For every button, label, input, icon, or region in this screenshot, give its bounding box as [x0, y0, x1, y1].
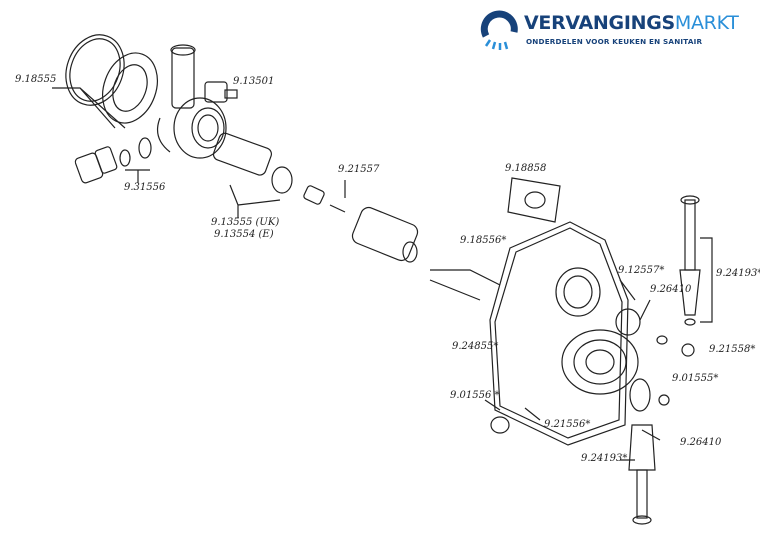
vervangingsmarkt-logo: VERVANGINGSMARKT ONDERDELEN VOOR KEUKEN …	[480, 10, 750, 50]
small-spindle	[303, 185, 346, 213]
part-label: 9.18555	[15, 74, 57, 85]
logo-brand-text: VERVANGINGSMARKT	[524, 12, 739, 34]
part-label: 9.21556*	[544, 419, 591, 430]
backplate	[489, 221, 629, 446]
valve-body-top	[157, 44, 227, 159]
part-label: 9.13501	[233, 76, 275, 87]
gasket-plate	[507, 177, 561, 223]
part-label: 9.21558*	[709, 344, 756, 355]
flow-cartridge	[351, 206, 419, 263]
logo-mark-icon	[480, 10, 518, 50]
part-label: 9.24193*	[581, 453, 628, 464]
inlet-fitting	[74, 146, 118, 184]
cartridge-small	[204, 81, 238, 103]
part-label: 9.24193*	[716, 268, 760, 279]
part-label: 9.26410	[680, 437, 722, 448]
handle-bottom	[628, 424, 656, 525]
knob-parts	[490, 335, 695, 434]
part-label: 9.13554 (E)	[214, 229, 274, 240]
oring-large	[65, 34, 125, 106]
part-label: 9.13555 (UK)	[211, 217, 280, 228]
part-label: 9.31556	[124, 182, 166, 193]
part-label: 9.21557	[338, 164, 380, 175]
part-label: 9.26410	[650, 284, 692, 295]
logo-tagline: ONDERDELEN VOOR KEUKEN EN SANITAIR	[526, 37, 703, 46]
part-label: 9.18858	[505, 163, 547, 174]
part-label: 9.24855*	[452, 341, 499, 352]
escutcheon-ring	[102, 52, 158, 124]
part-label: 9.18556*	[460, 235, 507, 246]
handle-top	[679, 195, 701, 326]
part-label: 9.12557*	[618, 265, 665, 276]
valve-body-right	[555, 267, 641, 395]
part-label: 9.01556 *	[450, 390, 500, 401]
part-label: 9.01555*	[672, 373, 719, 384]
thermostatic-cartridge	[212, 132, 293, 194]
